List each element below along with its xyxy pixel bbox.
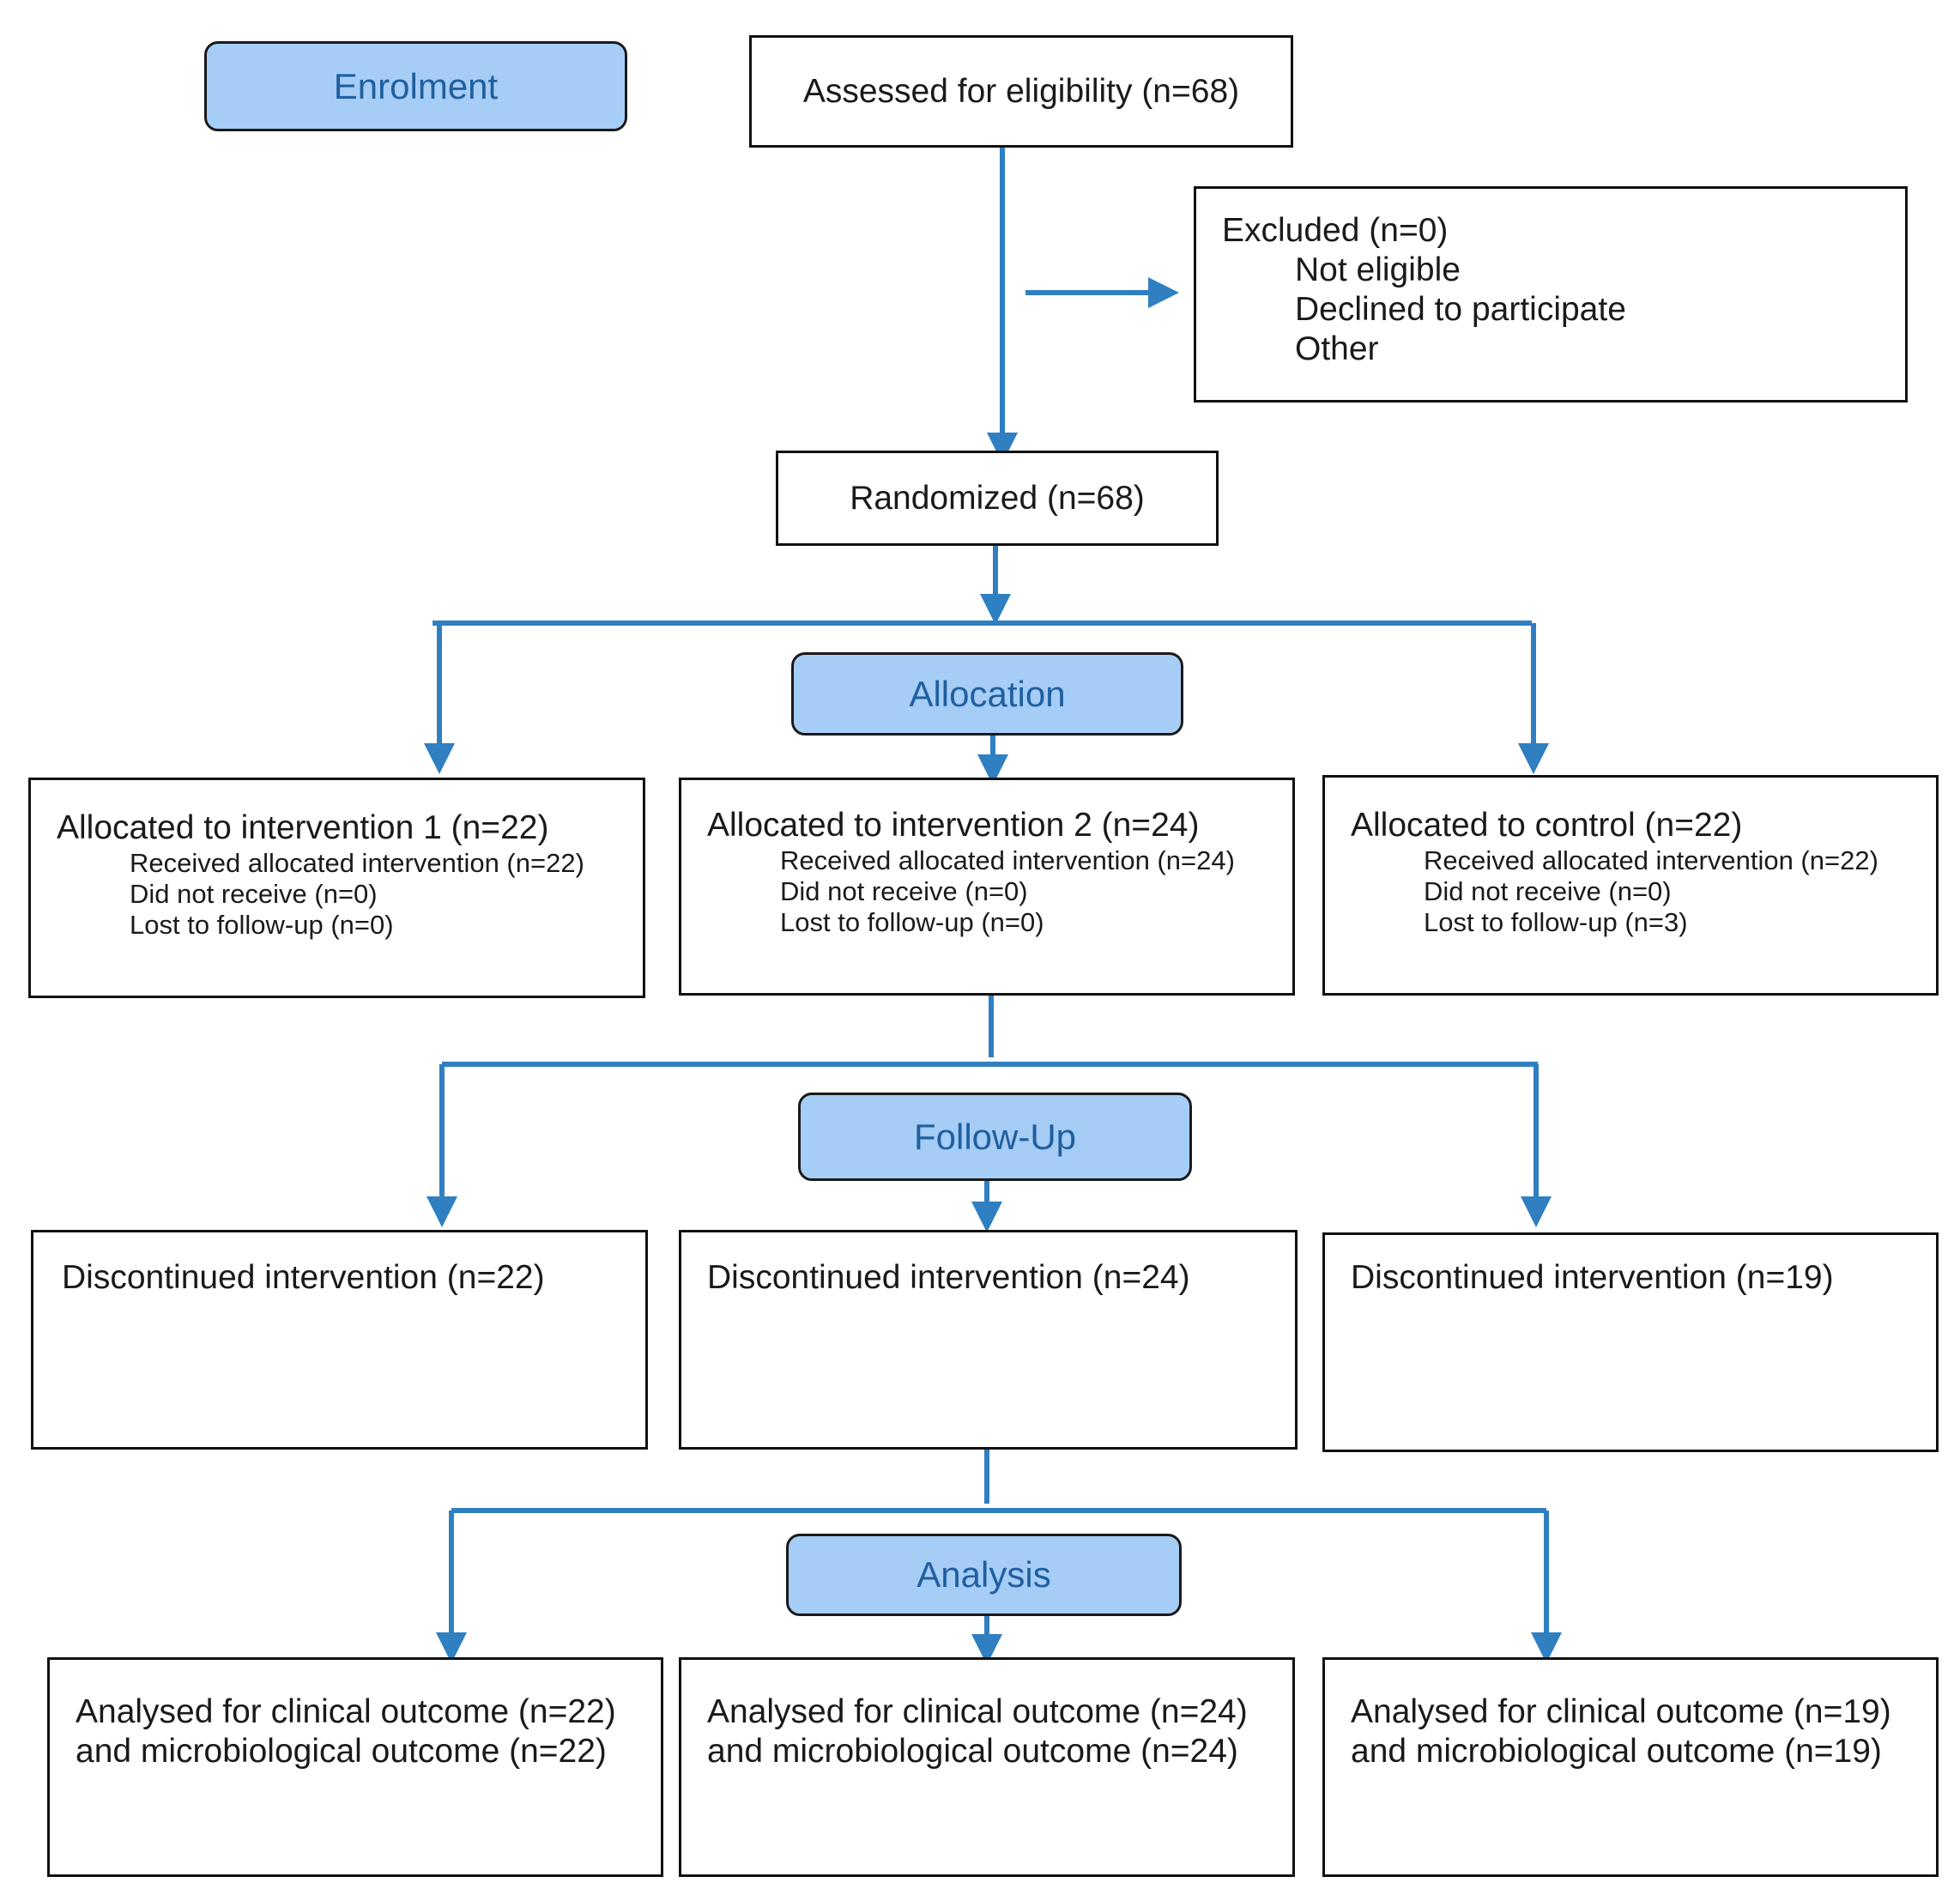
analysis-box-intervention-2: Analysed for clinical outcome (n=24) and…: [679, 1657, 1295, 1877]
allocation-title: Allocated to intervention 1 (n=22): [57, 809, 549, 846]
randomized-box: Randomized (n=68): [776, 451, 1219, 546]
followup-box-control: Discontinued intervention (n=19): [1322, 1232, 1939, 1452]
analysis-line-2: and microbiological outcome (n=19): [1351, 1733, 1882, 1770]
analysis-line-1: Analysed for clinical outcome (n=19): [1351, 1693, 1891, 1730]
phase-follow-up: Follow-Up: [798, 1093, 1192, 1181]
analysis-line-2: and microbiological outcome (n=24): [707, 1733, 1238, 1770]
excluded-item: Other: [1295, 330, 1379, 367]
excluded-item: Declined to participate: [1295, 291, 1626, 328]
analysis-box-control: Analysed for clinical outcome (n=19) and…: [1322, 1657, 1939, 1877]
allocation-detail: Lost to follow-up (n=3): [1424, 907, 1688, 937]
allocation-detail: Received allocated intervention (n=22): [130, 848, 584, 878]
followup-text: Discontinued intervention (n=19): [1351, 1259, 1834, 1296]
followup-box-intervention-2: Discontinued intervention (n=24): [679, 1230, 1298, 1450]
allocation-detail: Lost to follow-up (n=0): [130, 910, 394, 940]
analysis-line-1: Analysed for clinical outcome (n=22): [76, 1693, 616, 1730]
allocation-detail: Did not receive (n=0): [130, 879, 378, 909]
assessed-text: Assessed for eligibility (n=68): [802, 72, 1240, 110]
analysis-line-1: Analysed for clinical outcome (n=24): [707, 1693, 1248, 1730]
analysis-box-intervention-1: Analysed for clinical outcome (n=22) and…: [47, 1657, 663, 1877]
allocation-detail: Received allocated intervention (n=24): [780, 845, 1235, 875]
randomized-text: Randomized (n=68): [850, 479, 1145, 517]
followup-box-intervention-1: Discontinued intervention (n=22): [31, 1230, 648, 1450]
allocation-box-control: Allocated to control (n=22) Received all…: [1322, 775, 1939, 996]
allocation-box-intervention-1: Allocated to intervention 1 (n=22) Recei…: [28, 778, 645, 998]
analysis-line-2: and microbiological outcome (n=22): [76, 1733, 607, 1770]
followup-text: Discontinued intervention (n=22): [62, 1259, 545, 1296]
assessed-box: Assessed for eligibility (n=68): [749, 35, 1293, 148]
allocation-detail: Did not receive (n=0): [1424, 876, 1672, 906]
phase-enrolment: Enrolment: [204, 41, 627, 131]
phase-allocation: Allocation: [791, 652, 1183, 736]
allocation-title: Allocated to intervention 2 (n=24): [707, 807, 1200, 844]
phase-analysis: Analysis: [786, 1534, 1182, 1616]
followup-text: Discontinued intervention (n=24): [707, 1259, 1190, 1296]
excluded-item: Not eligible: [1295, 251, 1461, 288]
allocation-title: Allocated to control (n=22): [1351, 807, 1743, 844]
excluded-box: Excluded (n=0) Not eligible Declined to …: [1194, 186, 1908, 403]
allocation-detail: Received allocated intervention (n=22): [1424, 845, 1878, 875]
allocation-detail: Lost to follow-up (n=0): [780, 907, 1044, 937]
excluded-title: Excluded (n=0): [1222, 212, 1449, 249]
allocation-detail: Did not receive (n=0): [780, 876, 1028, 906]
allocation-box-intervention-2: Allocated to intervention 2 (n=24) Recei…: [679, 778, 1295, 996]
